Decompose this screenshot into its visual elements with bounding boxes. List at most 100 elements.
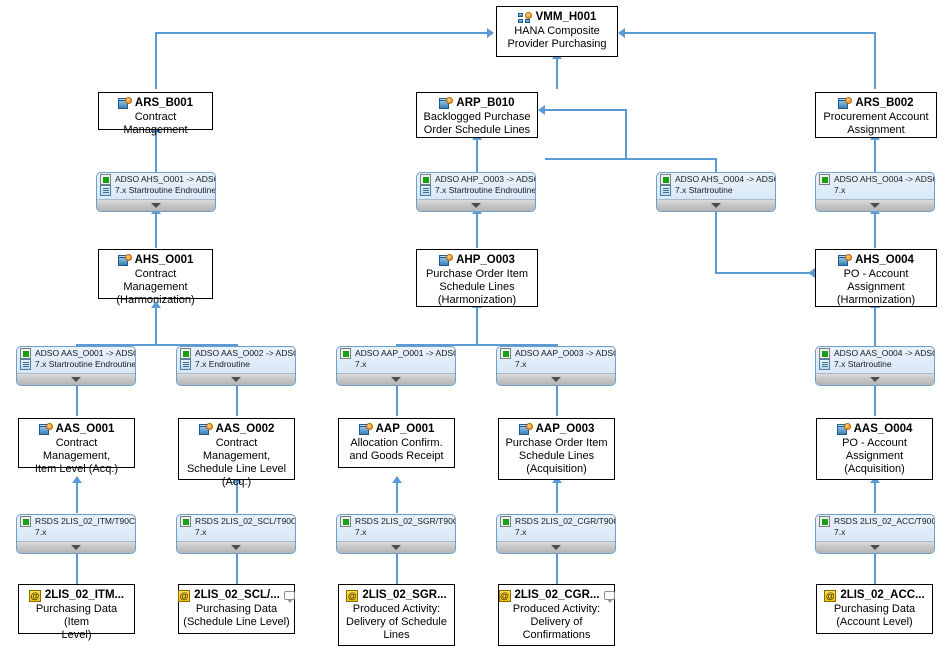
expand-footer[interactable] <box>17 373 135 385</box>
expand-footer[interactable] <box>97 199 215 211</box>
arrow-into-aas-o001 <box>72 476 82 483</box>
transformation-aas-o001-to-ahs-o001[interactable]: ADSO AAS_O001 -> ADSO AH... 7.x Startrou… <box>16 346 136 386</box>
node-aap-o001[interactable]: AAP_O001 Allocation Confirm. and Goods R… <box>338 418 455 468</box>
node-ds-2lis-02-acc[interactable]: @ 2LIS_02_ACC... Purchasing Data (Accoun… <box>816 584 933 634</box>
expand-footer[interactable] <box>177 373 295 385</box>
transformation-ahs-o004-to-ars-b002[interactable]: ADSO AHS_O004 -> ADSO AR... 7.x <box>815 172 935 212</box>
edge-ars-b001-to-vmm <box>155 32 157 89</box>
expand-footer[interactable] <box>816 373 934 385</box>
node-desc: HANA Composite Provider Purchasing <box>507 25 607 50</box>
expand-footer[interactable] <box>497 373 615 385</box>
transformation-name: ADSO AAP_O003 -> ADSO AH... <box>515 348 615 358</box>
transformation-detail: 7.x Startroutine Endroutine <box>115 185 215 195</box>
expand-footer[interactable] <box>657 199 775 211</box>
transformation-detail: 7.x Endroutine <box>195 359 250 369</box>
expand-footer[interactable] <box>497 541 615 553</box>
node-ahs-o004[interactable]: AHS_O004 PO - Account Assignment (Harmon… <box>815 249 937 307</box>
transformation-rsds-cgr-to-aap-o003[interactable]: RSDS 2LIS_02_CGR/T90CLNTO... 7.x <box>496 514 616 554</box>
transformation-ahs-o001-to-ars-b001[interactable]: ADSO AHS_O001 -> ADSO AR... 7.x Startrou… <box>96 172 216 212</box>
node-title: AHP_O003 <box>439 253 515 267</box>
transformation-name: ADSO AAS_O002 -> ADSO AH... <box>195 348 295 358</box>
transformation-rsds-sgr-to-aap-o001[interactable]: RSDS 2LIS_02_SGR/T90CLNTO... 7.x <box>336 514 456 554</box>
chevron-down-icon <box>870 545 880 550</box>
comment-balloon-icon <box>603 591 615 603</box>
transformation-flag-icon <box>180 348 191 359</box>
node-ahp-o003[interactable]: AHP_O003 Purchase Order Item Schedule Li… <box>416 249 538 307</box>
node-arp-b010[interactable]: ARP_B010 Backlogged Purchase Order Sched… <box>416 92 538 138</box>
node-ds-2lis-02-sgr[interactable]: @ 2LIS_02_SGR... Produced Activity: Deli… <box>338 584 455 646</box>
edge-ds-itm-to-xform <box>76 554 78 584</box>
node-title: AAS_O002 <box>198 422 274 436</box>
edge-arp-xform-to-arp <box>545 158 717 160</box>
transformation-ahs-o004-to-arp-b010[interactable]: ADSO AHS_O004 -> ADSO AR... 7.x Startrou… <box>656 172 776 212</box>
datasource-icon: @ <box>346 589 359 602</box>
node-desc: Contract Management (Harmonization) <box>116 268 195 306</box>
transformation-detail-row: 7.x Startroutine Endroutine <box>417 185 535 197</box>
transformation-aap-o001-to-ahp-o003[interactable]: ADSO AAP_O001 -> ADSO AH... 7.x <box>336 346 456 386</box>
routine-icon <box>819 359 830 370</box>
transformation-name: RSDS 2LIS_02_CGR/T90CLNTO... <box>515 516 615 526</box>
transformation-ahp-o003-to-arp-b010[interactable]: ADSO AHP_O003 -> ADSO AR... 7.x Startrou… <box>416 172 536 212</box>
arrow-into-vmm-left <box>487 28 494 38</box>
comment-balloon-icon <box>283 591 295 603</box>
expand-footer[interactable] <box>816 199 934 211</box>
transformation-name-row: RSDS 2LIS_02_CGR/T90CLNTO... <box>497 515 615 527</box>
transformation-detail: 7.x <box>195 527 207 537</box>
transformation-name: ADSO AHP_O003 -> ADSO AR... <box>435 174 535 184</box>
transformation-flag-icon <box>100 174 111 185</box>
node-id: ARP_B010 <box>456 97 515 109</box>
node-ds-2lis-02-itm[interactable]: @ 2LIS_02_ITM... Purchasing Data (Item L… <box>18 584 135 641</box>
node-ars-b002[interactable]: ARS_B002 Procurement Account Assignment <box>815 92 937 138</box>
edge-aap-merge-to-ahp <box>476 306 478 346</box>
node-ds-2lis-02-scl[interactable]: @ 2LIS_02_SCL/... Purchasing Data (Sched… <box>178 584 295 634</box>
transformation-flag-icon <box>500 348 511 359</box>
transformation-detail-row: 7.x Endroutine <box>177 359 295 371</box>
transformation-detail-row: 7.x <box>497 527 615 539</box>
node-ahs-o001[interactable]: AHS_O001 Contract Management (Harmonizat… <box>98 249 213 306</box>
transformation-name-row: ADSO AAS_O001 -> ADSO AH... <box>17 347 135 359</box>
edge-ahs-o004-to-xform <box>874 212 876 248</box>
node-vmm-h001[interactable]: VMM_H001 HANA Composite Provider Purchas… <box>496 6 618 57</box>
node-desc: Contract Management, Schedule Line Level… <box>186 437 287 488</box>
transformation-rsds-acc-to-aas-o004[interactable]: RSDS 2LIS_02_ACC/T90CLNTO... 7.x <box>815 514 935 554</box>
expand-footer[interactable] <box>816 541 934 553</box>
expand-footer[interactable] <box>417 199 535 211</box>
node-ars-b001[interactable]: ARS_B001 Contract Management <box>98 92 213 136</box>
expand-footer[interactable] <box>177 541 295 553</box>
node-ds-2lis-02-cgr[interactable]: @ 2LIS_02_CGR... Produced Activity: Deli… <box>498 584 615 646</box>
transformation-name-row: RSDS 2LIS_02_ACC/T90CLNTO... <box>816 515 934 527</box>
transformation-aas-o004-to-ahs-o004[interactable]: ADSO AAS_O004 -> ADSO AH... 7.x Startrou… <box>815 346 935 386</box>
transformation-name-row: ADSO AHS_O001 -> ADSO AR... <box>97 173 215 185</box>
transformation-name: ADSO AAS_O004 -> ADSO AH... <box>834 348 934 358</box>
transformation-aap-o003-to-ahp-o003[interactable]: ADSO AAP_O003 -> ADSO AH... 7.x <box>496 346 616 386</box>
transformation-detail: 7.x <box>355 527 367 537</box>
transformation-detail: 7.x <box>35 527 47 537</box>
node-aas-o001[interactable]: AAS_O001 Contract Management, Item Level… <box>18 418 135 475</box>
chevron-down-icon <box>71 377 81 382</box>
transformation-name-row: RSDS 2LIS_02_ITM/T90CLNTO... <box>17 515 135 527</box>
node-id: 2LIS_02_CGR... <box>514 589 600 601</box>
cube-icon <box>38 422 53 436</box>
node-desc: Purchase Order Item Schedule Lines (Harm… <box>425 268 529 306</box>
node-id: ARS_B001 <box>134 97 194 109</box>
transformation-rsds-itm-to-aas-o001[interactable]: RSDS 2LIS_02_ITM/T90CLNTO... 7.x <box>16 514 136 554</box>
transformation-aas-o002-to-ahs-o001[interactable]: ADSO AAS_O002 -> ADSO AH... 7.x Endrouti… <box>176 346 296 386</box>
expand-footer[interactable] <box>337 541 455 553</box>
cube-icon <box>439 253 454 267</box>
datasource-icon: @ <box>824 589 837 602</box>
edge-scl-xform-to-aas-o002 <box>236 481 238 513</box>
node-id: AHS_O004 <box>855 254 914 266</box>
chevron-down-icon <box>551 545 561 550</box>
expand-footer[interactable] <box>337 373 455 385</box>
transformation-detail: 7.x Startroutine <box>834 359 892 369</box>
node-aap-o003[interactable]: AAP_O003 Purchase Order Item Schedule Li… <box>498 418 615 480</box>
transformation-rsds-scl-to-aas-o002[interactable]: RSDS 2LIS_02_SCL/T90CLNTO... 7.x <box>176 514 296 554</box>
node-desc: Produced Activity: Delivery of Confirmat… <box>512 603 601 641</box>
node-aas-o002[interactable]: AAS_O002 Contract Management, Schedule L… <box>178 418 295 488</box>
edge-itm-xform-to-aas-o001 <box>76 481 78 513</box>
expand-footer[interactable] <box>17 541 135 553</box>
edge-ars-b002-to-vmm-h <box>625 32 875 34</box>
node-aas-o004[interactable]: AAS_O004 PO - Account Assignment (Acquis… <box>816 418 933 480</box>
cube-icon <box>439 96 454 110</box>
chevron-down-icon <box>551 377 561 382</box>
